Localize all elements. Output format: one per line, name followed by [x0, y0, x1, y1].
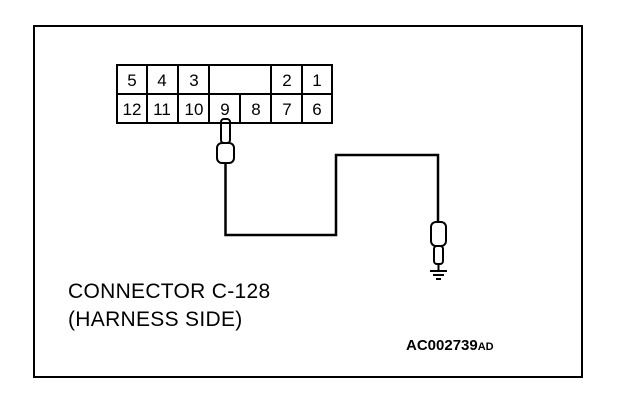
pin-label-5: 5	[127, 71, 136, 90]
pin-label-12: 12	[123, 100, 142, 119]
pin-label-4: 4	[157, 71, 166, 90]
jumper-wire	[224, 153, 440, 237]
figure-code-main: AC002739	[406, 337, 478, 354]
figure-code: AC002739AD	[406, 337, 494, 354]
ground-probe	[430, 221, 447, 265]
pin-label-1: 1	[312, 71, 321, 90]
harness-side-caption: (HARNESS SIDE)	[68, 308, 243, 331]
pin-label-11: 11	[153, 100, 171, 119]
pin-label-6: 6	[312, 100, 321, 119]
connector-housing	[116, 64, 333, 124]
diagram-frame	[33, 25, 583, 378]
pin-label-7: 7	[282, 100, 291, 119]
pin-label-8: 8	[251, 100, 260, 119]
figure-code-suffix: AD	[477, 341, 494, 353]
probe-pin-9	[216, 118, 235, 164]
pin-label-2: 2	[282, 71, 291, 90]
pin-label-9: 9	[220, 100, 229, 119]
pin-label-10: 10	[185, 100, 204, 119]
ground-icon	[430, 264, 447, 280]
connector-caption: CONNECTOR C-128	[68, 280, 271, 303]
pin-label-3: 3	[189, 71, 198, 90]
